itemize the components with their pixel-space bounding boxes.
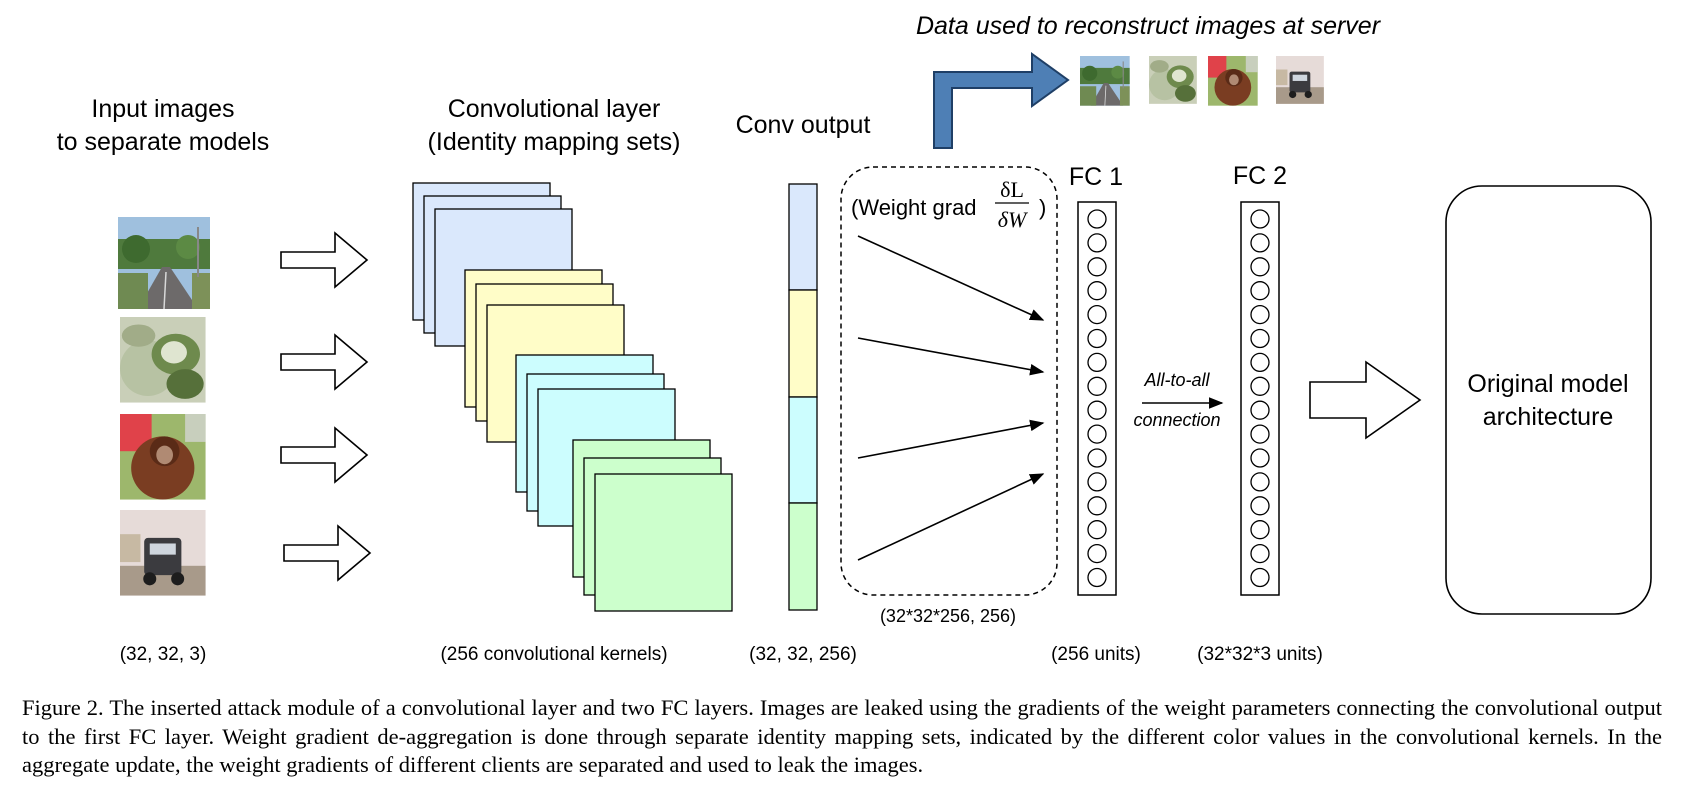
hollow-arrow-icon bbox=[280, 426, 369, 484]
fc2-unit bbox=[1250, 567, 1270, 588]
fc1-label: FC 1 bbox=[1069, 163, 1123, 191]
fc2-unit bbox=[1250, 281, 1270, 301]
weight-grad-box bbox=[840, 166, 1058, 596]
input-title-line2: to separate models bbox=[57, 128, 270, 156]
weight-grad-numerator: δL bbox=[1000, 177, 1024, 202]
reconstructed-image-orangutan bbox=[1208, 56, 1258, 106]
gradient-arrow bbox=[857, 337, 1045, 376]
conv-kernels bbox=[412, 182, 733, 612]
hollow-arrow-icon bbox=[1309, 360, 1422, 440]
fc1-unit bbox=[1087, 472, 1107, 492]
weight-grad-suffix: ) bbox=[1039, 195, 1046, 220]
input-image-blurry-animal bbox=[120, 317, 206, 403]
fc1-units bbox=[1087, 209, 1107, 588]
bent-arrow-icon bbox=[933, 52, 1070, 149]
dim-kernels: (256 convolutional kernels) bbox=[440, 644, 667, 665]
connection-label-line2: connection bbox=[1133, 410, 1220, 430]
dim-conv-output: (32, 32, 256) bbox=[749, 644, 857, 665]
fc1-unit bbox=[1087, 281, 1107, 301]
fc2-unit bbox=[1250, 328, 1270, 349]
fc1-unit bbox=[1087, 328, 1107, 349]
fc2-unit bbox=[1250, 352, 1270, 373]
reconstructed-image-blurry-animal bbox=[1149, 56, 1197, 104]
original-model-line1: Original model bbox=[1467, 370, 1628, 398]
fc1-unit bbox=[1087, 304, 1107, 325]
fc1-unit bbox=[1087, 567, 1107, 588]
gradient-arrow bbox=[857, 473, 1045, 561]
dim-input: (32, 32, 3) bbox=[120, 644, 207, 665]
conv-output-title: Conv output bbox=[736, 111, 871, 139]
fc2-unit bbox=[1250, 448, 1270, 468]
fc2-unit bbox=[1250, 424, 1270, 444]
fc1-unit bbox=[1087, 400, 1107, 420]
connection-label-line1: All-to-all bbox=[1143, 370, 1210, 390]
fc2-unit bbox=[1250, 543, 1270, 564]
fc1-unit bbox=[1087, 257, 1107, 277]
input-title-line1: Input images bbox=[91, 95, 234, 123]
fc1-unit bbox=[1087, 543, 1107, 564]
reconstructed-image-truck bbox=[1276, 56, 1324, 104]
hollow-arrow-icon bbox=[283, 524, 372, 582]
hollow-arrow-icon bbox=[280, 333, 369, 391]
fc2-units bbox=[1250, 209, 1270, 588]
input-image-truck bbox=[120, 510, 206, 596]
top-title: Data used to reconstruct images at serve… bbox=[916, 12, 1382, 40]
input-arrows bbox=[280, 231, 372, 582]
weight-grad-prefix: (Weight grad bbox=[851, 195, 977, 220]
fc2-unit bbox=[1250, 472, 1270, 492]
conv-output-segment-cyan bbox=[788, 396, 818, 504]
fc2-unit bbox=[1250, 376, 1270, 396]
fc2-unit bbox=[1250, 496, 1270, 516]
fc2-unit bbox=[1250, 233, 1270, 253]
gradient-arrow bbox=[857, 235, 1045, 321]
input-images bbox=[117, 216, 211, 596]
fc2-label: FC 2 bbox=[1233, 162, 1287, 190]
reconstructed-images bbox=[1079, 55, 1324, 107]
dim-fc1: (256 units) bbox=[1051, 644, 1141, 665]
fc1-unit bbox=[1087, 448, 1107, 468]
gradient-arrows bbox=[857, 235, 1045, 561]
conv-title-line1: Convolutional layer bbox=[448, 95, 661, 123]
fc1-unit bbox=[1087, 352, 1107, 373]
conv-output-segment-green bbox=[788, 502, 818, 611]
fc1-unit bbox=[1087, 209, 1107, 229]
fc2-unit bbox=[1250, 520, 1270, 540]
fc1-unit bbox=[1087, 496, 1107, 516]
figure-caption: Figure 2. The inserted attack module of … bbox=[22, 695, 1662, 777]
kernel-set-green bbox=[572, 439, 733, 612]
weight-grad-denominator: δW bbox=[998, 207, 1028, 232]
conv-output-bar bbox=[788, 183, 818, 611]
fc1-unit bbox=[1087, 520, 1107, 540]
conv-output-segment-blue bbox=[788, 183, 818, 291]
input-image-orangutan bbox=[120, 414, 206, 500]
reconstructed-image-road bbox=[1079, 55, 1131, 107]
fc2-unit bbox=[1250, 400, 1270, 420]
original-model-box bbox=[1445, 185, 1652, 615]
conv-output-segment-yellow bbox=[788, 289, 818, 398]
original-model-line2: architecture bbox=[1483, 403, 1614, 431]
hollow-arrow-icon bbox=[280, 231, 369, 289]
dim-fc2: (32*32*3 units) bbox=[1197, 644, 1323, 665]
weight-grad-shape: (32*32*256, 256) bbox=[880, 606, 1016, 626]
fc1-unit bbox=[1087, 424, 1107, 444]
input-image-road bbox=[117, 216, 211, 310]
fc1-unit bbox=[1087, 233, 1107, 253]
fc1-unit bbox=[1087, 376, 1107, 396]
fc2-unit bbox=[1250, 209, 1270, 229]
fc2-unit bbox=[1250, 257, 1270, 277]
fc2-unit bbox=[1250, 304, 1270, 325]
gradient-arrow bbox=[857, 419, 1045, 459]
conv-title-line2: (Identity mapping sets) bbox=[428, 128, 681, 156]
